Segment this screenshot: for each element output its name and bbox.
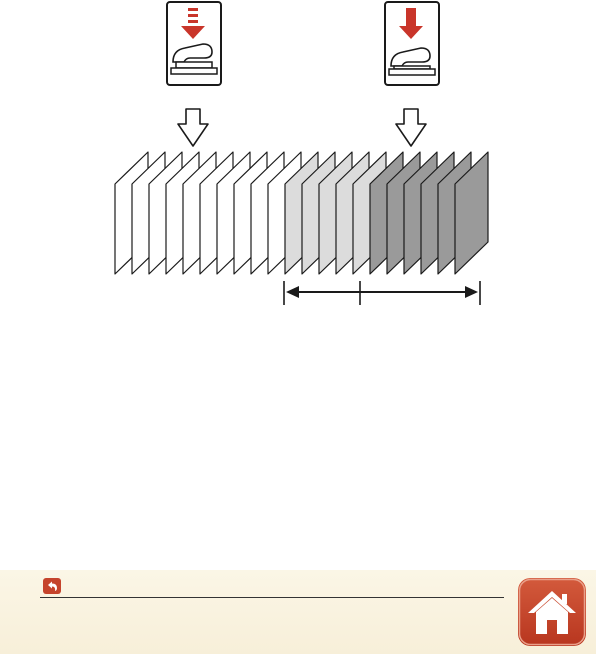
half-press-arrow-dash <box>188 14 198 17</box>
back-button[interactable] <box>43 578 61 594</box>
home-icon <box>518 578 586 646</box>
dimension-arrowhead-left <box>286 286 299 298</box>
page-footer <box>0 570 596 654</box>
dimension-arrowhead-right <box>465 286 478 298</box>
back-arrow-icon <box>43 578 61 594</box>
down-arrow-icon <box>396 109 426 146</box>
shutter-half-press-icon <box>167 2 221 85</box>
footer-divider <box>40 597 504 598</box>
half-press-arrow-dash <box>188 20 198 23</box>
frame-stack <box>115 152 488 274</box>
shutter-base-shape <box>171 68 217 74</box>
shutter-full-press-icon <box>385 2 439 85</box>
down-arrow-icon <box>178 109 208 146</box>
burst-capture-diagram <box>0 0 596 330</box>
full-press-arrow-shaft <box>406 8 416 26</box>
shutter-button-shape <box>176 62 212 68</box>
home-button[interactable] <box>518 578 586 646</box>
half-press-arrow-dash <box>188 8 198 11</box>
burst-range-dimension <box>284 281 480 305</box>
shutter-base-shape <box>389 69 435 75</box>
